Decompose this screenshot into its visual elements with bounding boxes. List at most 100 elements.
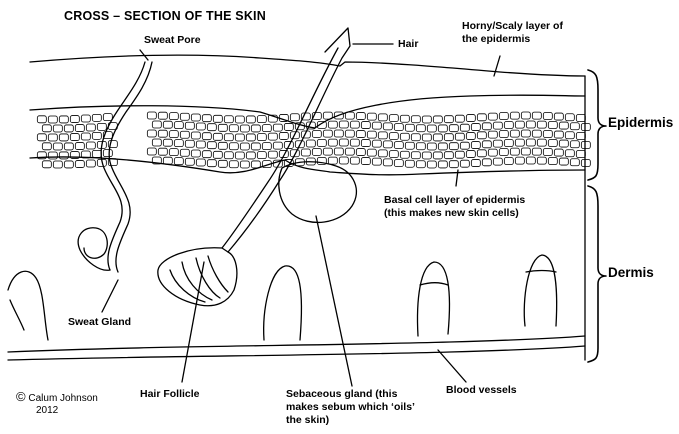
cell bbox=[191, 150, 200, 157]
cell bbox=[240, 143, 249, 150]
label-sebaceous-line-2: makes sebum which ‘oils’ bbox=[286, 401, 415, 414]
cell bbox=[163, 139, 172, 146]
cell bbox=[86, 124, 95, 131]
cell bbox=[559, 140, 568, 147]
label-blood-vessels: Blood vessels bbox=[446, 384, 517, 397]
cell bbox=[372, 140, 381, 147]
cell bbox=[81, 133, 90, 140]
cell bbox=[526, 157, 535, 164]
cell bbox=[251, 125, 260, 132]
cell bbox=[367, 149, 376, 156]
cell bbox=[350, 139, 359, 146]
cell bbox=[394, 160, 403, 167]
cell bbox=[515, 157, 524, 164]
cell bbox=[48, 134, 57, 141]
cell bbox=[191, 114, 200, 121]
cell bbox=[174, 158, 183, 165]
cell bbox=[405, 160, 414, 167]
cell bbox=[394, 142, 403, 149]
cell bbox=[537, 121, 546, 128]
label-epidermis: Epidermis bbox=[608, 116, 673, 129]
cell bbox=[53, 143, 62, 150]
cell bbox=[581, 123, 590, 130]
cell bbox=[449, 125, 458, 132]
cell bbox=[543, 148, 552, 155]
cell bbox=[389, 151, 398, 158]
cell bbox=[339, 139, 348, 146]
cell bbox=[378, 132, 387, 139]
cell bbox=[257, 116, 266, 123]
cell bbox=[103, 150, 112, 157]
cell bbox=[180, 131, 189, 138]
cell bbox=[224, 116, 233, 123]
diagram-title: CROSS – SECTION OF THE SKIN bbox=[64, 10, 266, 23]
cell bbox=[86, 160, 95, 167]
cell bbox=[207, 160, 216, 167]
cell bbox=[400, 133, 409, 140]
cell bbox=[422, 134, 431, 141]
credit-name: Calum Johnson bbox=[28, 393, 97, 404]
cell bbox=[158, 130, 167, 137]
cell bbox=[246, 134, 255, 141]
cell bbox=[378, 114, 387, 121]
cell bbox=[169, 113, 178, 120]
cell bbox=[521, 112, 530, 119]
cell bbox=[361, 158, 370, 165]
sweat-gland bbox=[78, 228, 110, 271]
cell bbox=[339, 121, 348, 128]
cell bbox=[64, 125, 73, 132]
cell bbox=[411, 116, 420, 123]
leader-sebaceous bbox=[316, 216, 352, 386]
cell bbox=[548, 157, 557, 164]
cell bbox=[163, 157, 172, 164]
cell bbox=[493, 140, 502, 147]
cell bbox=[240, 161, 249, 168]
cell bbox=[405, 142, 414, 149]
cell bbox=[196, 159, 205, 166]
leader-blood bbox=[438, 350, 466, 382]
copyright-symbol: © bbox=[16, 389, 26, 404]
cell bbox=[460, 160, 469, 167]
cell bbox=[438, 143, 447, 150]
cell bbox=[323, 148, 332, 155]
cell bbox=[224, 134, 233, 141]
cell bbox=[444, 134, 453, 141]
cell bbox=[372, 158, 381, 165]
cell bbox=[268, 133, 277, 140]
cell bbox=[207, 142, 216, 149]
cell bbox=[317, 139, 326, 146]
cell bbox=[460, 142, 469, 149]
cell bbox=[565, 114, 574, 121]
cell bbox=[361, 140, 370, 147]
cell bbox=[345, 130, 354, 137]
label-dermis: Dermis bbox=[608, 266, 654, 279]
cell bbox=[559, 158, 568, 165]
cell bbox=[455, 151, 464, 158]
cell bbox=[543, 130, 552, 137]
cell bbox=[548, 121, 557, 128]
cell bbox=[493, 122, 502, 129]
cell bbox=[466, 133, 475, 140]
cell bbox=[229, 161, 238, 168]
cell bbox=[306, 140, 315, 147]
cell bbox=[273, 142, 282, 149]
cell bbox=[372, 122, 381, 129]
cell bbox=[416, 125, 425, 132]
cell bbox=[433, 152, 442, 159]
cell bbox=[570, 123, 579, 130]
cell bbox=[334, 148, 343, 155]
cell bbox=[334, 130, 343, 137]
label-basal-layer: Basal cell layer of epidermis (this make… bbox=[384, 194, 525, 220]
label-basal-line-1: Basal cell layer of epidermis bbox=[384, 194, 525, 207]
cell bbox=[532, 130, 541, 137]
cell bbox=[42, 161, 51, 168]
cell bbox=[328, 121, 337, 128]
cell bbox=[196, 141, 205, 148]
cell bbox=[389, 115, 398, 122]
cell bbox=[427, 143, 436, 150]
cell bbox=[75, 161, 84, 168]
cell bbox=[449, 161, 458, 168]
cell bbox=[411, 152, 420, 159]
cell bbox=[504, 122, 513, 129]
cell bbox=[59, 134, 68, 141]
